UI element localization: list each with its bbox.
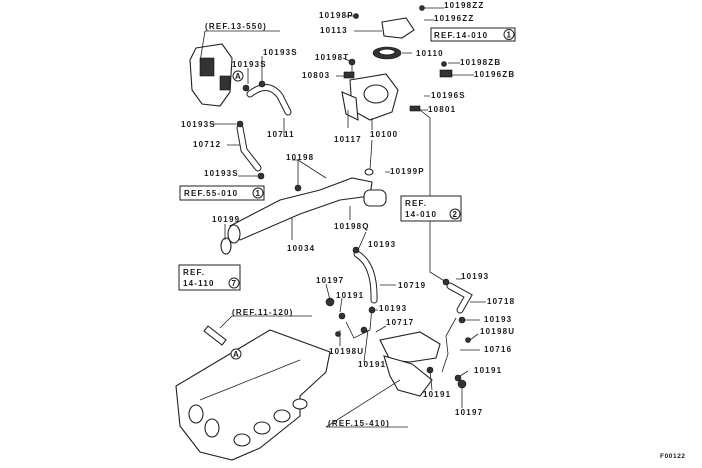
ref-55-010-label: REF.55-010 — [184, 189, 238, 198]
part-label: 10198Q — [334, 222, 370, 231]
part-label: 10110 — [416, 49, 444, 58]
ref-11-120[interactable]: (REF.11-120) — [232, 308, 294, 317]
part-label: 10198 — [286, 153, 314, 162]
ref-55-010-number: 1 — [256, 189, 262, 198]
part-label: 10191 — [474, 366, 502, 375]
water-outlet-fitting-10113 — [381, 17, 415, 39]
part-label: 10191 — [358, 360, 386, 369]
ref-14-010-1-box[interactable]: REF.14-010 1 — [430, 27, 516, 42]
part-label: 10193 — [461, 272, 489, 281]
part-label: 10193S — [204, 169, 239, 178]
part-label: 10198U — [329, 347, 364, 356]
part-label: 10198ZZ — [444, 1, 484, 10]
throttle-body-part — [189, 43, 233, 107]
part-label: 10191 — [423, 390, 451, 399]
part-label: 10719 — [398, 281, 426, 290]
part-label: 10199 — [212, 215, 240, 224]
part-label: 10803 — [302, 71, 330, 80]
water-hose-10711 — [246, 84, 292, 116]
part-label: 10193S — [232, 60, 267, 69]
ref-15-410[interactable]: (REF.15-410) — [328, 419, 390, 428]
part-label: 10193S — [263, 48, 298, 57]
cylinder-head — [175, 329, 331, 461]
part-label: 10197 — [316, 276, 344, 285]
part-label: 10193S — [181, 120, 216, 129]
ref-14-110-label-2: 14-110 — [183, 279, 215, 288]
part-label: 10196ZB — [474, 70, 515, 79]
thermostat-10110 — [372, 46, 402, 60]
part-label: 10193 — [484, 315, 512, 324]
part-label: 10193 — [368, 240, 396, 249]
part-label: 10716 — [484, 345, 512, 354]
part-label: 10100 — [370, 130, 398, 139]
ref-14-110-number: 7 — [232, 279, 238, 288]
leader-lines — [199, 7, 486, 428]
ref-14-110-label-1: REF. — [183, 268, 205, 277]
part-label: 10198U — [480, 327, 515, 336]
diagram-code: F00122 — [660, 453, 686, 460]
part-label: 10718 — [487, 297, 515, 306]
part-label: 10198T — [315, 53, 349, 62]
part-label: 10198P — [319, 11, 354, 20]
part-label: 10711 — [267, 130, 295, 139]
water-hose-10712 — [236, 124, 262, 172]
part-labels: 10193S 10193S 10193S 10712 10711 10193S … — [181, 1, 515, 417]
marker-a-top: A — [232, 70, 244, 82]
part-label: 10196ZZ — [434, 14, 474, 23]
marker-a-label: A — [233, 350, 240, 359]
marker-a-label: A — [235, 72, 242, 81]
part-label: 10191 — [336, 291, 364, 300]
ref-14-110-box[interactable]: REF. 14-110 7 — [178, 264, 241, 291]
small-fittings — [236, 5, 471, 389]
part-label: 10117 — [334, 135, 362, 144]
part-label: 10198ZB — [460, 58, 501, 67]
part-label: 10712 — [193, 140, 221, 149]
part-label: 10199P — [390, 167, 425, 176]
part-label: 10193 — [379, 304, 407, 313]
water-hose-10718 — [441, 282, 473, 373]
ref-14-010-2-box[interactable]: REF. 14-010 2 — [400, 195, 462, 222]
bolt-ref-11-120 — [203, 325, 227, 346]
part-label: 10717 — [386, 318, 414, 327]
ref-14-010-2-label-1: REF. — [405, 199, 427, 208]
ref-14-010-1-number: 1 — [507, 31, 513, 40]
heater-unit-10717 — [379, 331, 441, 397]
part-label: 10197 — [455, 408, 483, 417]
water-hose-10719 — [345, 250, 378, 339]
ref-13-550[interactable]: (REF.13-550) — [205, 22, 267, 31]
part-label: 10801 — [428, 105, 456, 114]
ref-14-010-2-label-2: 14-010 — [405, 210, 437, 219]
marker-a-bottom: A — [230, 348, 242, 360]
part-label: 10196S — [431, 91, 466, 100]
ref-55-010-box[interactable]: REF.55-010 1 — [179, 185, 265, 201]
part-label: 10113 — [320, 26, 348, 35]
thermostat-housing-10100 — [341, 73, 399, 121]
water-pipe-10034 — [220, 177, 387, 255]
part-label: 10034 — [287, 244, 315, 253]
ref-14-010-2-number: 2 — [453, 210, 459, 219]
ref-14-010-1-label: REF.14-010 — [434, 31, 488, 40]
